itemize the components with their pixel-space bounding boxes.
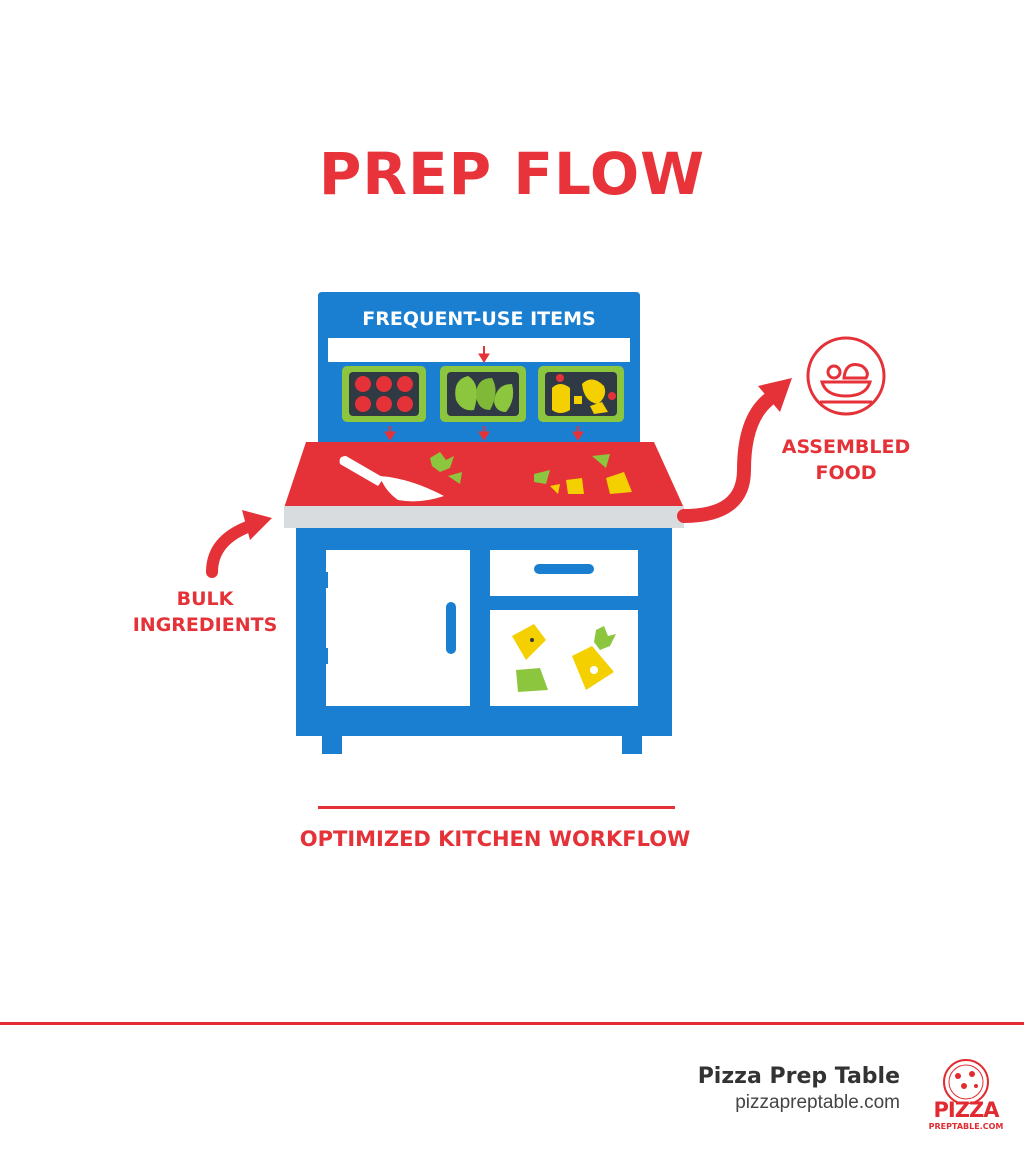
- assembled-line-1: ASSEMBLED: [781, 436, 911, 458]
- page-title: PREP FLOW: [318, 140, 706, 208]
- workflow-divider: [318, 806, 675, 809]
- tray-tomatoes: [342, 366, 426, 422]
- frequent-use-label: FREQUENT-USE ITEMS: [362, 308, 596, 330]
- chopped-ingredients: [430, 452, 632, 494]
- assembled-arrow: [677, 378, 792, 523]
- bulk-line-1: BULK: [176, 588, 234, 610]
- assembled-line-2: FOOD: [815, 462, 877, 484]
- bulk-arrow: [206, 510, 272, 578]
- bulk-ingredients-label: BULK INGREDIENTS: [130, 586, 280, 638]
- knife-icon: [339, 456, 444, 502]
- brand-url[interactable]: pizzapreptable.com: [735, 1092, 900, 1113]
- pizza-icon: [943, 1059, 989, 1105]
- logo-subtext: PREPTABLE.COM: [928, 1122, 1004, 1131]
- prep-table-diagram: [206, 292, 886, 809]
- logo-word: PIZZA: [933, 1098, 1000, 1122]
- footer-divider: [0, 1022, 1024, 1025]
- tray-arrows: [384, 346, 584, 441]
- workflow-caption: OPTIMIZED KITCHEN WORKFLOW: [299, 827, 691, 851]
- tray-peppers: [538, 366, 624, 422]
- assembled-food-label: ASSEMBLED FOOD: [776, 434, 916, 486]
- cabinet: [296, 528, 672, 754]
- brand-name: Pizza Prep Table: [697, 1064, 900, 1089]
- plate-food-icon: [806, 336, 886, 416]
- red-worktop: [284, 442, 684, 528]
- bulk-line-2: INGREDIENTS: [132, 614, 278, 636]
- tray-lettuce: [440, 366, 526, 422]
- brand-logo[interactable]: PIZZA PREPTABLE.COM: [928, 1054, 1004, 1138]
